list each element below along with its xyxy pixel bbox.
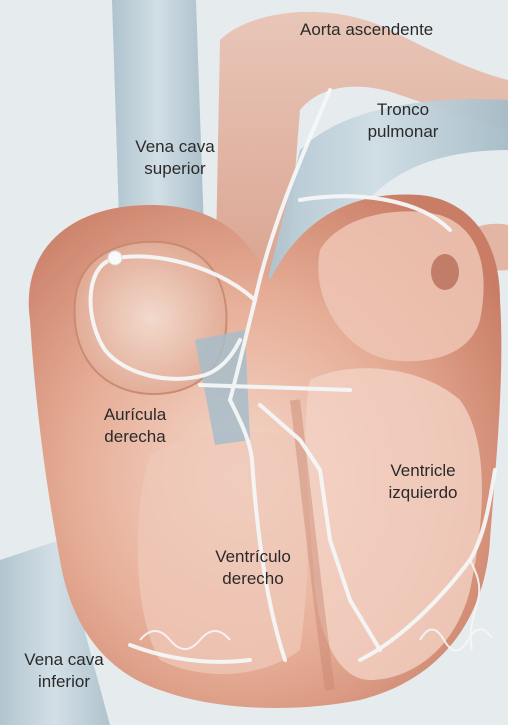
label-auricula-derecha: Aurícula derecha bbox=[88, 404, 182, 448]
lead-electrode bbox=[108, 251, 122, 265]
pulmonary-vein-opening bbox=[431, 254, 459, 290]
label-tronco-pulmonar: Tronco pulmonar bbox=[358, 99, 448, 143]
label-vena-cava-superior: Vena cava superior bbox=[128, 136, 222, 180]
label-ventriculo-derecho: Ventrículo derecho bbox=[200, 546, 306, 590]
label-aorta-ascendente: Aorta ascendente bbox=[300, 19, 433, 41]
label-ventricle-izquierdo: Ventricle izquierdo bbox=[370, 460, 476, 504]
label-vena-cava-inferior: Vena cava inferior bbox=[14, 649, 114, 693]
